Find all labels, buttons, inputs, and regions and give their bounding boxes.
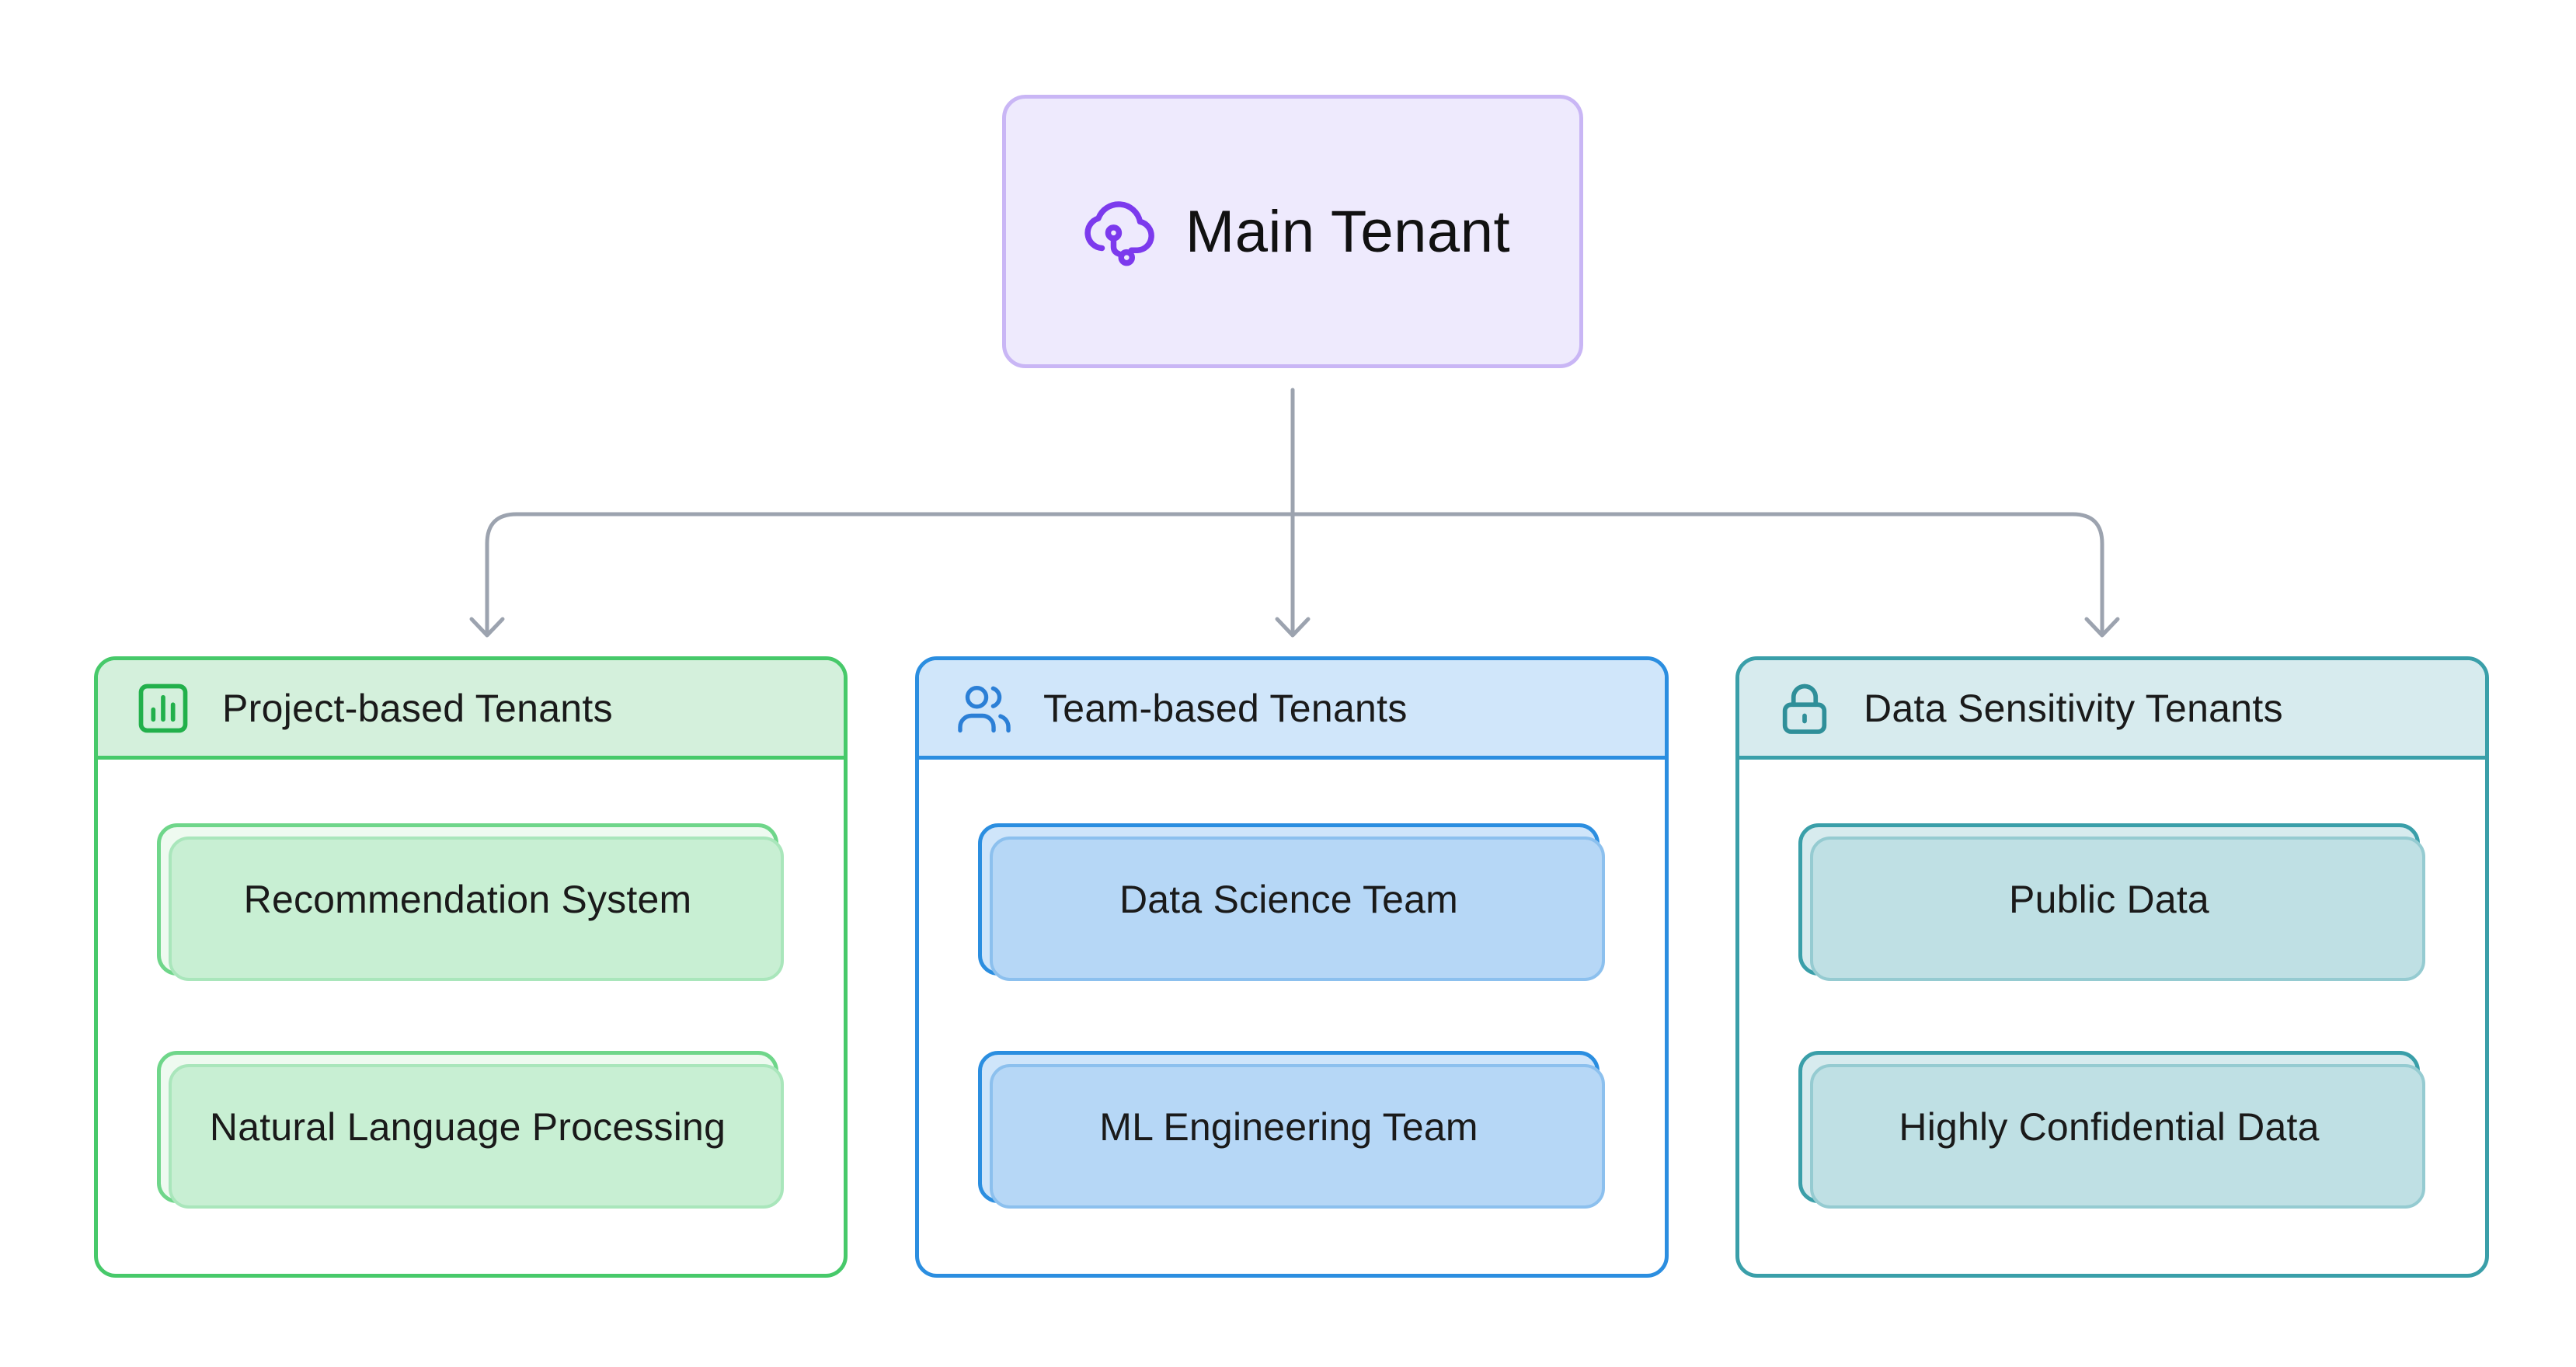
group-title: Project-based Tenants [222,686,613,730]
users-icon [958,685,1011,732]
group-title: Team-based Tenants [1043,686,1408,730]
right-branch-connector [2070,512,2104,635]
tenant-card-public-data: Public Data [1798,823,2425,981]
tenant-card-highly-confidential-data: Highly Confidential Data [1798,1051,2425,1209]
project-based-tenants-group: Project-based Tenants Recommendation Sys… [94,656,848,1278]
bar-chart-icon [138,684,188,732]
tenant-card-ml-engineering-team: ML Engineering Team [978,1051,1605,1209]
group-header: Team-based Tenants [919,660,1665,760]
tenant-card-natural-language-processing: Natural Language Processing [157,1051,784,1209]
team-based-tenants-group: Team-based Tenants Data Science Team ML … [915,656,1669,1278]
tenant-card-recommendation-system: Recommendation System [157,823,784,981]
tenant-card-label: Natural Language Processing [209,1105,726,1149]
tenant-card-label: ML Engineering Team [1099,1105,1478,1149]
tenant-card-label: Recommendation System [243,878,692,921]
group-header: Project-based Tenants [98,660,844,760]
tenant-card-label: Public Data [2009,878,2209,921]
left-arrowhead [469,617,505,638]
left-branch-connector [485,512,519,635]
right-arrowhead [2084,617,2120,638]
cloud-network-icon [1084,201,1154,266]
main-tenant-title: Main Tenant [1185,198,1511,265]
main-tenant-box: Main Tenant [1002,95,1583,368]
data-sensitivity-tenants-group: Data Sensitivity Tenants Public Data Hig… [1735,656,2489,1278]
center-arrowhead [1275,617,1311,638]
group-header: Data Sensitivity Tenants [1739,660,2485,760]
tenant-card-label: Highly Confidential Data [1899,1105,2320,1149]
tenant-card-data-science-team: Data Science Team [978,823,1605,981]
lock-icon [1782,684,1827,734]
group-title: Data Sensitivity Tenants [1864,686,2283,730]
tenant-card-label: Data Science Team [1119,878,1459,921]
